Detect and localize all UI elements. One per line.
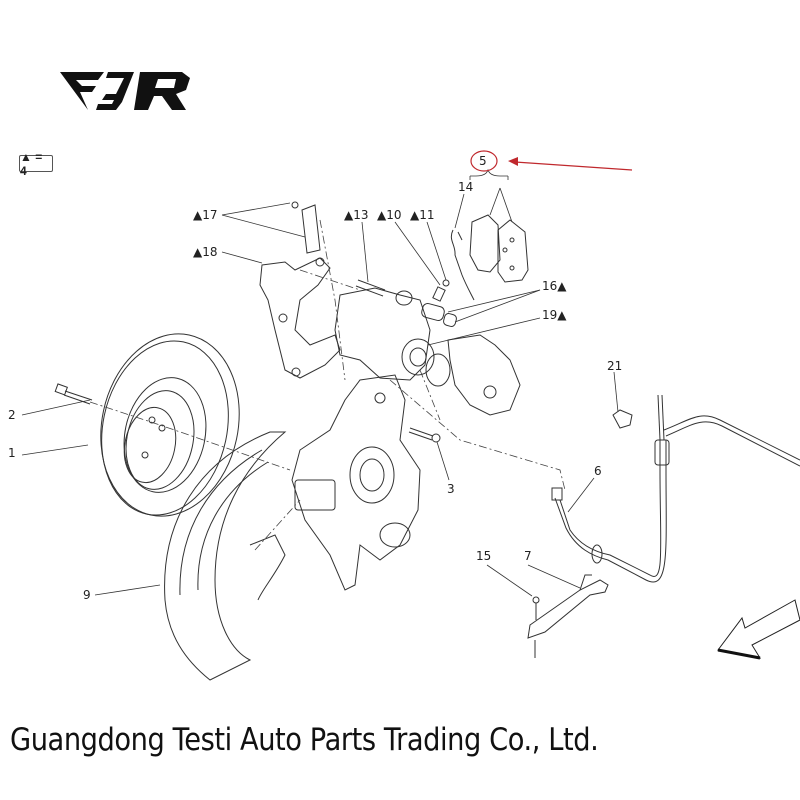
direction-arrow — [717, 599, 800, 660]
steering-knuckle — [291, 374, 421, 591]
caliper-piston — [421, 303, 457, 327]
dust-shield — [164, 431, 287, 681]
highlight-callout — [470, 150, 633, 172]
callout-15: 15 — [476, 549, 492, 563]
callout-3: 3 — [447, 482, 455, 496]
callout-6: 6 — [594, 464, 602, 478]
callout-1: 1 — [8, 446, 16, 460]
brand-logo — [60, 72, 190, 110]
knuckle-bolt — [408, 427, 441, 443]
brake-pads — [469, 214, 529, 283]
bracket-bolt — [532, 596, 540, 620]
brake-pipe — [657, 394, 800, 467]
callout-19: 19▲ — [542, 308, 567, 322]
callout-9: 9 — [83, 588, 91, 602]
callout-5: 5 — [479, 154, 487, 168]
callout-18: ▲18 — [193, 245, 218, 259]
brake-caliper — [334, 287, 435, 381]
pipe-clip — [612, 409, 633, 429]
company-name: Guangdong Testi Auto Parts Trading Co., … — [10, 722, 599, 758]
callout-14: 14 — [458, 180, 474, 194]
wheel-bolt — [54, 383, 93, 405]
caliper-bracket — [259, 257, 341, 379]
bleeder-screw — [432, 279, 450, 302]
brake-hose — [551, 439, 670, 583]
callout-2: 2 — [8, 408, 16, 422]
hose-bracket — [527, 574, 609, 639]
parking-brake-motor — [425, 334, 521, 416]
callout-11: ▲11 — [410, 208, 435, 222]
callout-10: ▲10 — [377, 208, 402, 222]
retaining-clip — [291, 201, 321, 254]
callout-17: ▲17 — [193, 208, 218, 222]
callout-16: 16▲ — [542, 279, 567, 293]
exploded-parts-diagram — [21, 150, 800, 681]
brake-disc — [100, 333, 240, 517]
callout-21: 21 — [607, 359, 623, 373]
guide-pin — [355, 279, 386, 297]
callout-13: ▲13 — [344, 208, 369, 222]
callout-7: 7 — [524, 549, 532, 563]
pad-spring-clip — [450, 229, 475, 301]
